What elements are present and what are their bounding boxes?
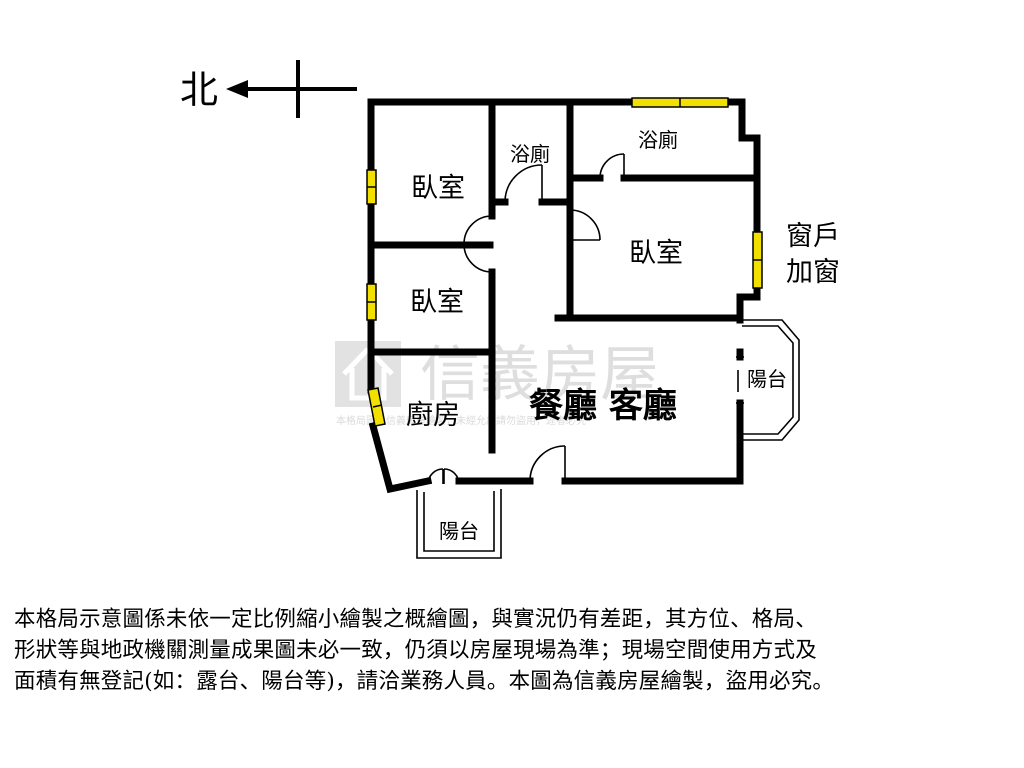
north-label: 北: [180, 68, 218, 112]
floor-plan: 信義房屋 本格局圖為信義房屋繪製，未經允許請勿盜用，違者必究 北: [180, 60, 840, 559]
label-kitchen: 廚房: [406, 400, 460, 431]
interior-walls: [367, 98, 761, 454]
window-kitchen: [367, 387, 386, 427]
door-bedroom-se: [569, 209, 601, 241]
label-bedroom-se: 臥室: [629, 238, 683, 269]
balcony-east: [740, 319, 800, 441]
watermark-notice: 本格局圖為信義房屋繪製，未經允許請勿盜用，違者必究: [336, 414, 586, 427]
label-bath-center: 浴廁: [510, 142, 550, 166]
door-bedroom-w: [463, 243, 493, 273]
windows: [366, 97, 763, 427]
balcony-front: [416, 489, 502, 559]
window-north-top: [631, 97, 729, 108]
window-added-east: [752, 231, 763, 289]
label-bedroom-w: 臥室: [410, 287, 464, 318]
label-bath-south: 浴廁: [638, 128, 678, 152]
door-kitchen-balcony: [427, 468, 460, 485]
window-west-bedroom-2: [366, 283, 377, 321]
label-bedroom-nw: 臥室: [411, 173, 465, 204]
disclaimer-line-1: 本格局示意圖係未依一定比例縮小繪製之概繪圖，與實況仍有差距，其方位、格局、: [14, 607, 817, 632]
door-entrance: [529, 445, 566, 482]
window-west-bedroom-1: [366, 169, 377, 205]
north-arrow-icon: [226, 80, 248, 98]
door-bedroom-nw: [463, 215, 493, 245]
door-bath-center: [504, 164, 543, 203]
disclaimer-line-2: 形狀等與地政機關測量成果圖未必一致，仍須以房屋現場為準；現場空間使用方式及: [14, 638, 817, 663]
label-balcony-front: 陽台: [439, 519, 479, 543]
annotation-window-line2: 加窗: [786, 257, 840, 288]
label-balcony-east: 陽台: [747, 367, 787, 391]
disclaimer: 本格局示意圖係未依一定比例縮小繪製之概繪圖，與實況仍有差距，其方位、格局、 形狀…: [14, 604, 1014, 697]
doors: [427, 153, 744, 485]
label-dining-living: 餐廳 客廳: [529, 386, 677, 426]
annotation-window-line1: 窗戶: [786, 221, 840, 252]
disclaimer-line-3: 面積有無登記(如：露台、陽台等)，請洽業務人員。本圖為信義房屋繪製，盜用必究。: [14, 669, 835, 694]
door-living-balcony: [736, 356, 744, 404]
door-bath-south: [599, 153, 625, 179]
north-compass: 北: [180, 60, 357, 118]
exterior-walls: [367, 98, 761, 494]
